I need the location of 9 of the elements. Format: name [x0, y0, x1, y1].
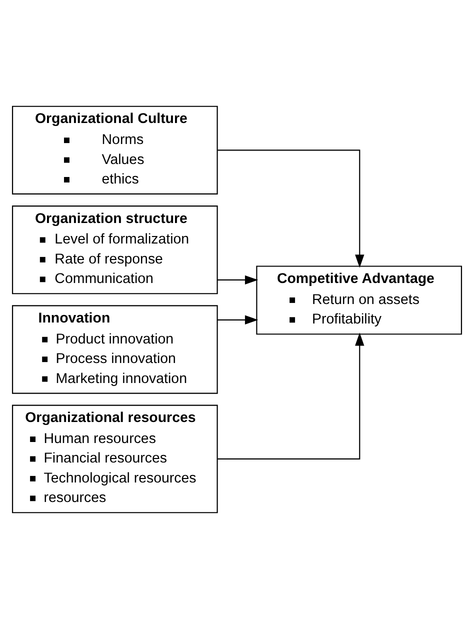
node-box: Competitive Advantage Return on assets Profitability: [256, 266, 462, 335]
node-box: Organizational resources Human resources Financial resources Technological resources resources: [12, 404, 218, 514]
arrow: [218, 332, 364, 460]
node-box: Organizational Culture Norms Values ethics: [12, 106, 218, 195]
node-box: Organization structure Level of formalization Rate of response Communication: [12, 205, 218, 294]
arrow: [218, 150, 364, 268]
arrow: [217, 275, 258, 285]
node-box: Innovation Product innovation Process innovation Marketing innovation: [12, 305, 218, 394]
arrow: [217, 315, 258, 324]
